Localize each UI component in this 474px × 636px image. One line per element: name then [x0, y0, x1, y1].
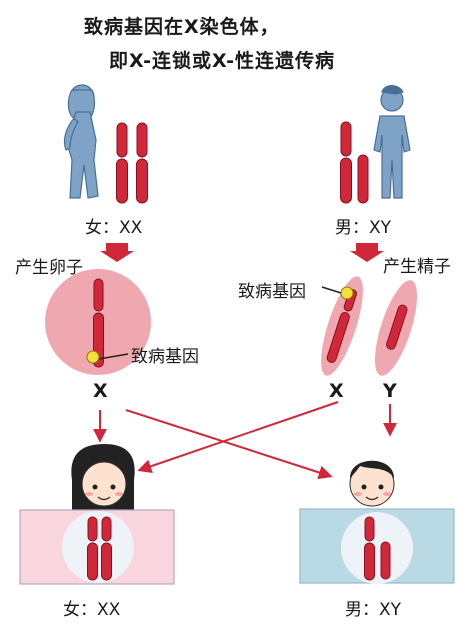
- father-chromosome-y: [357, 154, 369, 204]
- egg-gene-label: 致病基因: [131, 347, 199, 367]
- mother-chromosome-x1: [116, 122, 128, 204]
- father-down-arrow: [350, 243, 384, 262]
- sperm-gene-label: 致病基因: [238, 282, 306, 302]
- son-face: [349, 460, 395, 507]
- daughter-nucleus: [62, 511, 134, 583]
- daughter-chromosome-x1: [87, 516, 98, 581]
- female-parent-label: 女：XX: [85, 218, 143, 238]
- son-label: 男：XY: [345, 600, 402, 620]
- sperm-gene-dot: [340, 286, 354, 300]
- sperm-x-label: X: [329, 380, 344, 402]
- son-chromosome-y: [380, 541, 391, 580]
- daughter-chromosome-x2: [101, 516, 112, 581]
- mother-figure: [63, 84, 99, 199]
- father-chromosome-x: [340, 121, 352, 204]
- daughter-label: 女：XX: [63, 600, 121, 620]
- sperm-production-label: 产生精子: [383, 257, 451, 277]
- egg-gene-dot: [86, 350, 100, 364]
- sperm-x-to-daughter-arrow: [137, 401, 339, 473]
- son-nucleus: [341, 512, 413, 584]
- sperm-y-label: Y: [383, 380, 397, 402]
- sperm-chromosome-y: [386, 304, 408, 350]
- daughter-face: [71, 444, 135, 512]
- sperm-gene-pointer: [321, 286, 342, 294]
- egg-chromosome-label: X: [93, 380, 108, 402]
- egg-to-son-arrow: [125, 409, 333, 480]
- male-parent-label: 男：XY: [335, 218, 392, 238]
- mother-chromosome-x2: [136, 122, 148, 204]
- father-figure: [373, 85, 411, 199]
- sperm-chromosome-x: [326, 289, 358, 363]
- egg-production-label: 产生卵子: [15, 258, 83, 278]
- son-chromosome-x: [364, 516, 375, 581]
- egg-gene-pointer: [98, 353, 129, 360]
- mother-down-arrow: [100, 243, 134, 262]
- title-line-1: 致病基因在X染色体，: [84, 16, 280, 38]
- title-line-2: 即X-连锁或X-性连遗传病: [109, 50, 335, 72]
